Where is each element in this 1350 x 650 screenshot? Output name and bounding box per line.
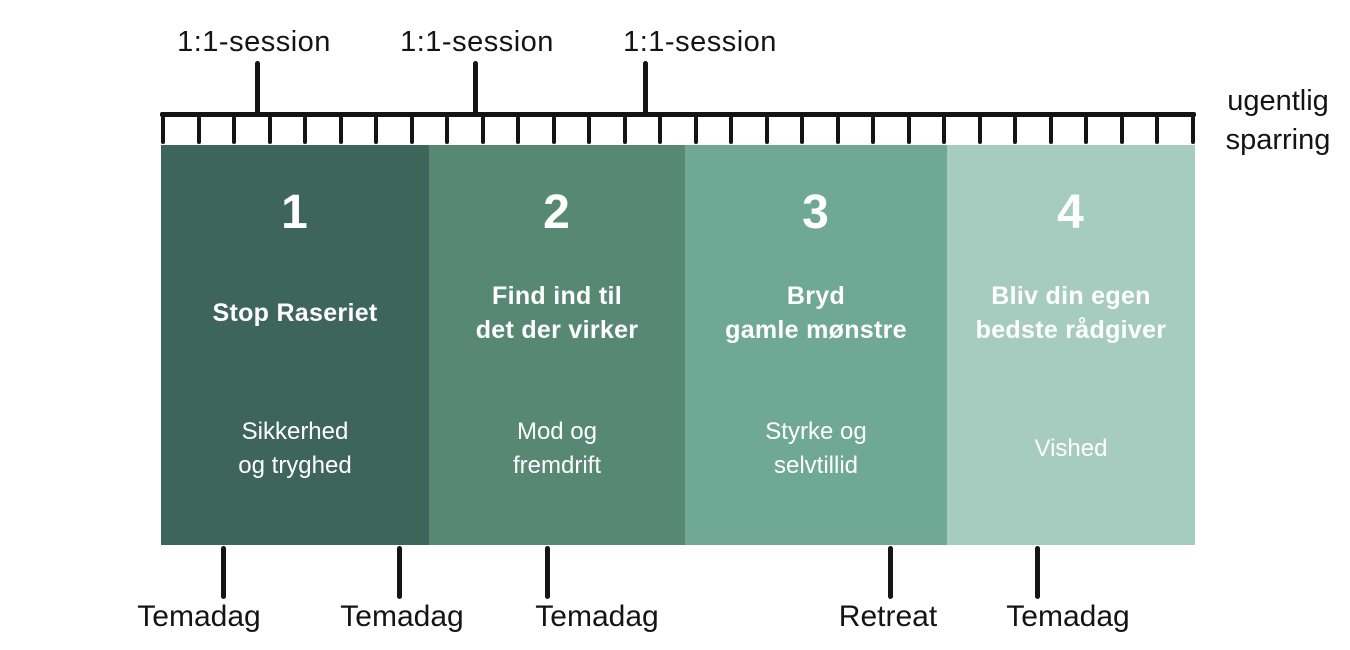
event-label: Temadag: [340, 600, 464, 633]
event-label: Temadag: [535, 600, 659, 633]
timeline-tick: [906, 116, 911, 144]
timeline-tick: [1155, 116, 1160, 144]
timeline-tick: [622, 116, 627, 144]
timeline-tick: [196, 116, 201, 144]
phase-subtitle: Sikkerhed og tryghed: [238, 418, 352, 479]
phase-row: 1 Stop Raseriet Sikkerhed og tryghed 2 F…: [161, 145, 1195, 545]
phase-title: Bryd gamle mønstre: [725, 282, 907, 344]
timeline-tick: [161, 116, 165, 144]
event-marker-line: [1035, 546, 1040, 599]
timeline-tick: [658, 116, 663, 144]
phase-subtitle: Mod og fremdrift: [512, 418, 601, 479]
phase-number: 2: [543, 186, 571, 239]
timeline-tick: [374, 116, 379, 144]
phase-block-3: 3 Bryd gamle mønstre Styrke og selvtilli…: [685, 145, 947, 545]
phase-number: 1: [281, 186, 309, 239]
timeline-tick: [516, 116, 521, 144]
timeline-tick: [1048, 116, 1053, 144]
event-label: Temadag: [137, 600, 261, 633]
timeline-tick: [800, 116, 805, 144]
timeline-tick: [1190, 116, 1195, 144]
timeline-tick: [480, 116, 485, 144]
event-marker-line: [397, 546, 402, 599]
timeline-tick: [445, 116, 450, 144]
phase-block-1: 1 Stop Raseriet Sikkerhed og tryghed: [161, 145, 429, 545]
timeline-tick: [764, 116, 769, 144]
timeline-tick: [1013, 116, 1018, 144]
timeline-tick: [338, 116, 343, 144]
timeline-tick: [551, 116, 556, 144]
phase-block-4: 4 Bliv din egen bedste rådgiver Vished: [947, 145, 1195, 545]
session-marker-line: [255, 61, 260, 117]
session-label: 1:1-session: [400, 26, 554, 58]
event-marker-line: [221, 546, 226, 599]
session-marker-line: [643, 61, 648, 117]
phase-subtitle: Vished: [1034, 435, 1108, 462]
timeline-ticks: [161, 116, 1195, 144]
phase-title: Stop Raseriet: [212, 299, 378, 327]
timeline-tick: [267, 116, 272, 144]
phase-title: Find ind til det der virker: [475, 282, 639, 344]
session-label: 1:1-session: [177, 26, 331, 58]
timeline-tick: [871, 116, 876, 144]
timeline-tick: [835, 116, 840, 144]
timeline-tick: [409, 116, 414, 144]
timeline-tick: [303, 116, 308, 144]
event-marker-line: [545, 546, 550, 599]
axis-unit-label: ugentlig sparring: [1225, 85, 1331, 156]
timeline-tick: [977, 116, 982, 144]
timeline-tick: [587, 116, 592, 144]
session-marker-line: [473, 61, 478, 117]
session-label: 1:1-session: [623, 26, 777, 58]
phase-subtitle: Styrke og selvtillid: [765, 418, 867, 479]
timeline-tick: [232, 116, 237, 144]
timeline-tick: [729, 116, 734, 144]
timeline-tick: [1084, 116, 1089, 144]
timeline-tick: [942, 116, 947, 144]
phase-title: Bliv din egen bedste rådgiver: [975, 282, 1167, 344]
event-label: Temadag: [1006, 600, 1130, 633]
timeline-axis: [160, 112, 1196, 117]
phase-block-2: 2 Find ind til det der virker Mod og fre…: [429, 145, 685, 545]
phase-number: 4: [1057, 186, 1085, 239]
event-label: Retreat: [838, 600, 938, 633]
timeline-tick: [693, 116, 698, 144]
phase-number: 3: [802, 186, 830, 239]
timeline-tick: [1119, 116, 1124, 144]
event-marker-line: [888, 546, 893, 599]
